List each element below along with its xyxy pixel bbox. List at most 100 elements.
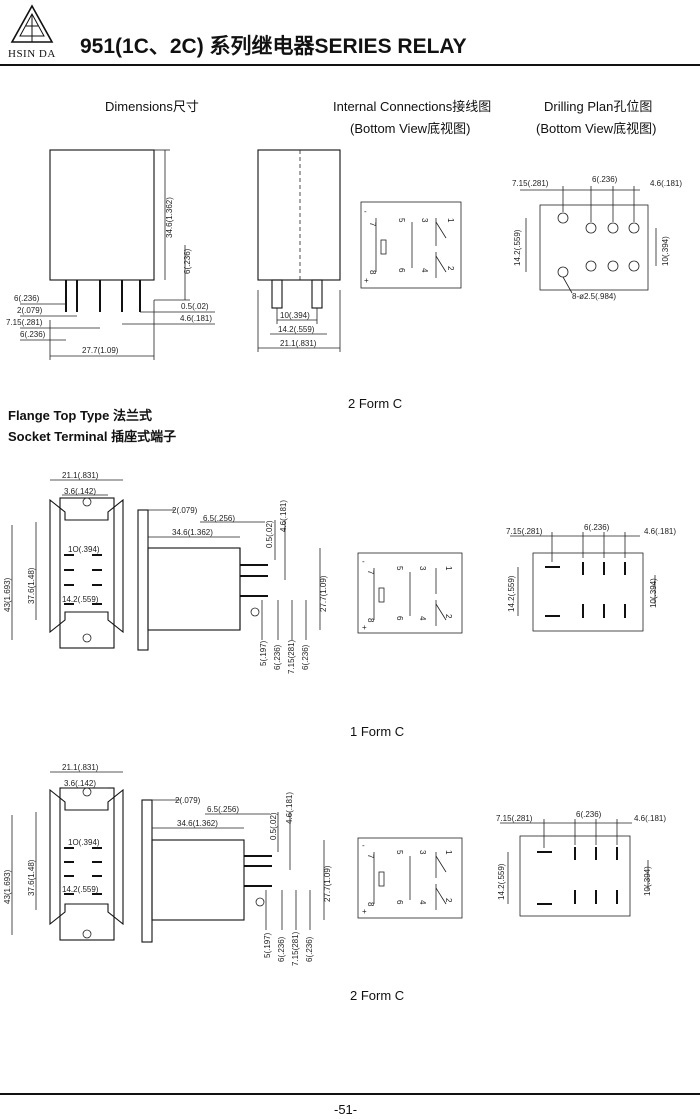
flange-side-view-1 bbox=[137, 509, 321, 651]
form-label-second: 1 Form C bbox=[350, 724, 405, 739]
page-number: -51- bbox=[334, 1102, 358, 1117]
section-socket-terminal: Socket Terminal 插座式端子 bbox=[8, 429, 177, 444]
pin2-4: 4 bbox=[418, 616, 427, 621]
dim-fside1-2: 2(.079) bbox=[172, 506, 198, 515]
pin-8: 8 bbox=[368, 270, 377, 275]
pin-3: 3 bbox=[420, 218, 429, 223]
caption-drilling-line2: (Bottom View底视图) bbox=[536, 121, 657, 136]
dim-flange2-10: 1O(.394) bbox=[68, 838, 100, 847]
pin2-3: 3 bbox=[418, 566, 427, 571]
pin-2: 2 bbox=[446, 266, 455, 271]
pin2-plus: + bbox=[362, 623, 367, 632]
dim-drill2-6: 6(.236) bbox=[584, 523, 610, 532]
header-rule bbox=[0, 64, 700, 66]
pin3-3: 3 bbox=[418, 850, 427, 855]
dim-fside1-4-6: 4.6(.181) bbox=[279, 500, 288, 532]
pin-plus: + bbox=[364, 276, 369, 285]
dim-side-width: 27.7(1.09) bbox=[82, 346, 119, 355]
relay-side-view bbox=[20, 149, 215, 360]
footer-rule bbox=[0, 1093, 700, 1095]
dim-side-4-6: 4.6(.181) bbox=[180, 314, 212, 323]
dim-side-2: 2(.079) bbox=[17, 306, 43, 315]
dim-side-0-5: 0.5(.02) bbox=[181, 302, 209, 311]
dim-flange2-37-6: 37.6(1.48) bbox=[27, 859, 36, 896]
dim-drill2-4-6: 4.6(.181) bbox=[644, 527, 676, 536]
pin3-plus: + bbox=[362, 907, 367, 916]
drilling-plan-2 bbox=[510, 532, 656, 632]
pin-1: 1 bbox=[446, 218, 455, 223]
page-title: 951(1C、2C) 系列继电器SERIES RELAY bbox=[80, 35, 467, 58]
pin-6: 6 bbox=[397, 268, 406, 273]
dim-drill3-7-15: 7.15(.281) bbox=[496, 814, 533, 823]
dim-fside2-0-5: 0.5(.02) bbox=[269, 812, 278, 840]
dim-flange1-21-1: 21.1(.831) bbox=[62, 471, 99, 480]
pin3-minus: - bbox=[362, 841, 365, 850]
dim-side-pin-height: 6(.236) bbox=[183, 248, 192, 274]
dim-fside2-5: 5(.197) bbox=[263, 932, 272, 958]
flange-front-view-2 bbox=[11, 771, 124, 941]
pin3-5: 5 bbox=[395, 850, 404, 855]
dim-front-21-1: 21.1(.831) bbox=[280, 339, 317, 348]
section-flange-top: Flange Top Type 法兰式 bbox=[8, 408, 152, 423]
logo-mark-icon bbox=[10, 4, 54, 43]
dim-fside2-2: 2(.079) bbox=[175, 796, 201, 805]
dim-flange2-14-2: 14.2(.559) bbox=[62, 885, 99, 894]
dim-drill2-10: 10(.394) bbox=[649, 578, 658, 608]
dim-drill3-4-6: 4.6(.181) bbox=[634, 814, 666, 823]
dim-flange2-21-1: 21.1(.831) bbox=[62, 763, 99, 772]
dim-drill2-14-2: 14.2(.559) bbox=[507, 575, 516, 612]
internal-connections-1 bbox=[360, 201, 462, 289]
dim-drill3-14-2: 14.2(.559) bbox=[497, 863, 506, 900]
pin2-5: 5 bbox=[395, 566, 404, 571]
pin-5: 5 bbox=[397, 218, 406, 223]
dim-flange1-43: 43(1.693) bbox=[3, 577, 12, 612]
dim-flange2-3-6: 3.6(.142) bbox=[64, 779, 96, 788]
dim-flange1-3-6: 3.6(.142) bbox=[64, 487, 96, 496]
pin-minus: - bbox=[364, 207, 367, 216]
dim-drill-holes: 8-ø2.5(.984) bbox=[572, 292, 616, 301]
logo: HSIN DA bbox=[6, 4, 66, 64]
pin-4: 4 bbox=[420, 268, 429, 273]
dim-fside2-34-6: 34.6(1.362) bbox=[177, 819, 218, 828]
dim-fside1-6-5: 6.5(.256) bbox=[203, 514, 235, 523]
pin2-8: 8 bbox=[366, 618, 375, 623]
dim-fside1-7-15: 7.15(281) bbox=[287, 639, 296, 674]
dim-side-7-15: 7.15(.281) bbox=[6, 318, 43, 327]
internal-connections-2 bbox=[357, 552, 463, 634]
caption-internal-line2: (Bottom View底视图) bbox=[350, 121, 471, 136]
dim-fside1-0-5: 0.5(.02) bbox=[265, 520, 274, 548]
dim-flange1-37-6: 37.6(1.48) bbox=[27, 567, 36, 604]
dim-fside2-4-6: 4.6(.181) bbox=[285, 792, 294, 824]
caption-internal-line1: Internal Connections接线图 bbox=[333, 99, 492, 114]
dim-drill2-7-15: 7.15(.281) bbox=[506, 527, 543, 536]
pin2-minus: - bbox=[362, 557, 365, 566]
dim-drill-14-2: 14.2(.559) bbox=[513, 229, 522, 266]
dim-fside1-6b: 6(.236) bbox=[301, 644, 310, 670]
dim-fside2-6: 6(.236) bbox=[277, 936, 286, 962]
dim-drill-4-6: 4.6(.181) bbox=[650, 179, 682, 188]
pin3-7: 7 bbox=[366, 854, 375, 859]
pin3-8: 8 bbox=[366, 902, 375, 907]
pin2-6: 6 bbox=[395, 616, 404, 621]
dim-flange1-10: 1O(.394) bbox=[68, 545, 100, 554]
dim-fside1-6: 6(.236) bbox=[273, 644, 282, 670]
dim-drill3-10: 10(.394) bbox=[643, 866, 652, 896]
dim-flange1-14-2: 14.2(.559) bbox=[62, 595, 99, 604]
form-label-first: 2 Form C bbox=[348, 396, 403, 411]
dim-fside1-5: 5(.197) bbox=[259, 640, 268, 666]
pin2-7: 7 bbox=[366, 570, 375, 575]
pin-7: 7 bbox=[368, 222, 377, 227]
pin3-4: 4 bbox=[418, 900, 427, 905]
pin3-2: 2 bbox=[444, 898, 453, 903]
dim-front-10: 10(.394) bbox=[280, 311, 310, 320]
dim-drill3-6: 6(.236) bbox=[576, 810, 602, 819]
pin3-6: 6 bbox=[395, 900, 404, 905]
dim-side-6b: 6(.236) bbox=[20, 330, 46, 339]
pin2-1: 1 bbox=[444, 566, 453, 571]
dim-drill-10: 10(.394) bbox=[661, 236, 670, 266]
form-label-third: 2 Form C bbox=[350, 988, 405, 1003]
dim-fside1-34-6: 34.6(1.362) bbox=[172, 528, 213, 537]
flange-side-view-2 bbox=[141, 799, 325, 943]
caption-drilling-line1: Drilling Plan孔位图 bbox=[544, 99, 653, 114]
